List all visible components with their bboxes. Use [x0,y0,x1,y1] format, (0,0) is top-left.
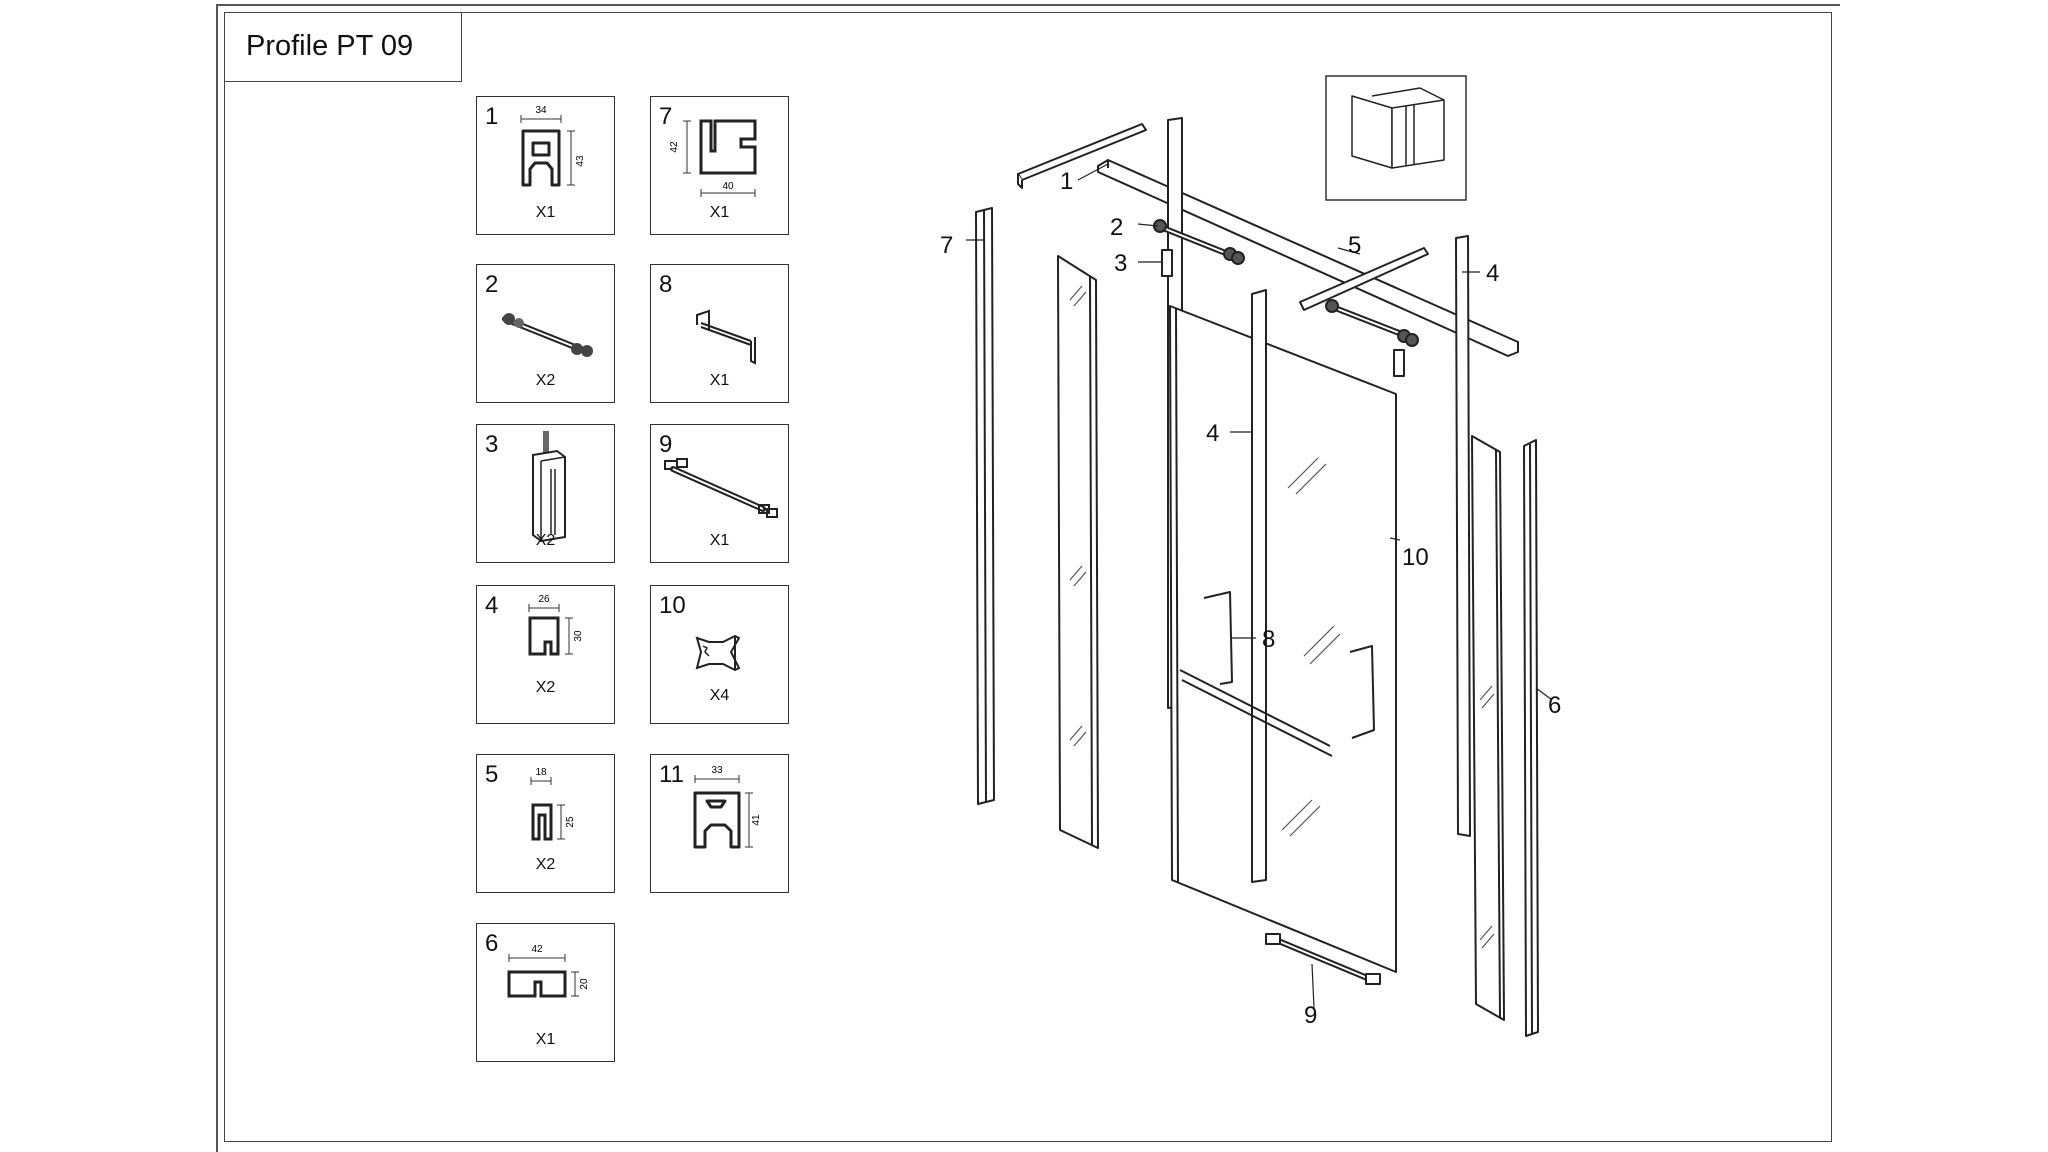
dim-height: 42 [669,141,680,153]
callout-1: 1 [1060,168,1074,195]
profile-1-drawing: 34 43 [520,105,586,187]
sheet-top-border [216,4,1840,6]
profile-6-drawing: 42 20 [507,944,590,998]
door-handle-8 [1203,591,1233,685]
part-cell-3: 3 X2 [476,424,615,563]
fixed-glass-left [1057,255,1099,849]
dim-width: 42 [531,944,543,955]
part-quantity: X4 [709,687,730,704]
inner-frame [224,12,1832,1142]
dim-height: 20 [579,978,590,990]
dim-height: 25 [565,816,576,828]
part-cell-11: 11 33 41 [650,754,789,893]
part-quantity: X2 [535,372,556,389]
hanger-block-upper [1161,249,1173,277]
hanger-block-drawing [532,431,566,543]
part-number: 5 [485,761,499,788]
dim-height: 43 [575,155,586,167]
dim-height: 41 [751,814,762,826]
callout-7: 7 [940,232,954,259]
part-number: 3 [485,431,499,458]
hanger-block-lower [1393,349,1405,377]
part-cell-6: 6 42 20 X1 [476,923,615,1062]
bottom-guide-bar-drawing [664,458,778,518]
callout-4-top: 4 [1486,260,1500,287]
callout-4-door: 4 [1206,420,1220,447]
wall-profile-4 [1455,235,1471,837]
callout-2: 2 [1110,214,1124,241]
handle-bracket-drawing [696,309,756,365]
part-quantity: X2 [535,856,556,873]
profile-11-drawing: 33 41 [693,765,762,849]
part-quantity: X2 [535,679,556,696]
profile-7-drawing: 42 40 [669,119,757,197]
dim-width: 40 [722,181,734,192]
part-quantity: X1 [535,1031,556,1048]
part-quantity: X1 [535,204,556,221]
part-number: 6 [485,930,499,957]
part-number: 1 [485,103,499,130]
part-quantity: X1 [709,532,730,549]
dim-width: 26 [538,594,550,605]
callout-3: 3 [1114,250,1128,277]
part-number: 4 [485,592,499,619]
part-cell-2: 2 X2 [476,264,615,403]
assembled-thumbnail [1325,75,1467,201]
profile-4-drawing: 26 30 [528,594,584,656]
part-quantity: X2 [535,532,556,549]
door-profile-4 [1251,289,1267,883]
part-number: 9 [659,431,673,458]
door-glass [1169,305,1397,973]
part-cell-10: 10 X4 [650,585,789,724]
part-quantity: X1 [709,204,730,221]
part-number: 2 [485,271,499,298]
part-number: 8 [659,271,673,298]
callout-5: 5 [1348,232,1362,259]
callout-10: 10 [1402,544,1429,571]
roller-carriage-drawing [502,313,593,357]
profile-5-drawing: 18 25 [530,767,576,841]
glass-clamp-drawing [695,634,741,672]
callout-6: 6 [1548,692,1562,719]
top-rail-short [1017,123,1147,181]
title-block: Profile PT 09 [224,12,462,82]
part-cell-7: 7 42 40 X1 [650,96,789,235]
part-quantity: X1 [709,372,730,389]
part-cell-8: 8 X1 [650,264,789,403]
dim-height: 30 [573,630,584,642]
part-cell-5: 5 18 25 X2 [476,754,615,893]
top-rail-5 [1299,247,1429,311]
part-cell-4: 4 26 30 X2 [476,585,615,724]
exploded-assembly-view [966,75,1553,1037]
dim-width: 18 [535,767,547,778]
sheet-left-border [216,4,218,1152]
part-number: 7 [659,103,673,130]
part-number: 10 [659,592,686,619]
part-cell-1: 1 34 43 X1 [476,96,615,235]
callout-9: 9 [1304,1002,1318,1029]
dim-width: 33 [711,765,723,776]
callout-8: 8 [1262,626,1276,653]
part-cell-9: 9 X1 [650,424,789,563]
part-number: 11 [659,761,684,788]
dim-width: 34 [535,105,547,116]
page-title: Profile PT 09 [246,30,414,62]
